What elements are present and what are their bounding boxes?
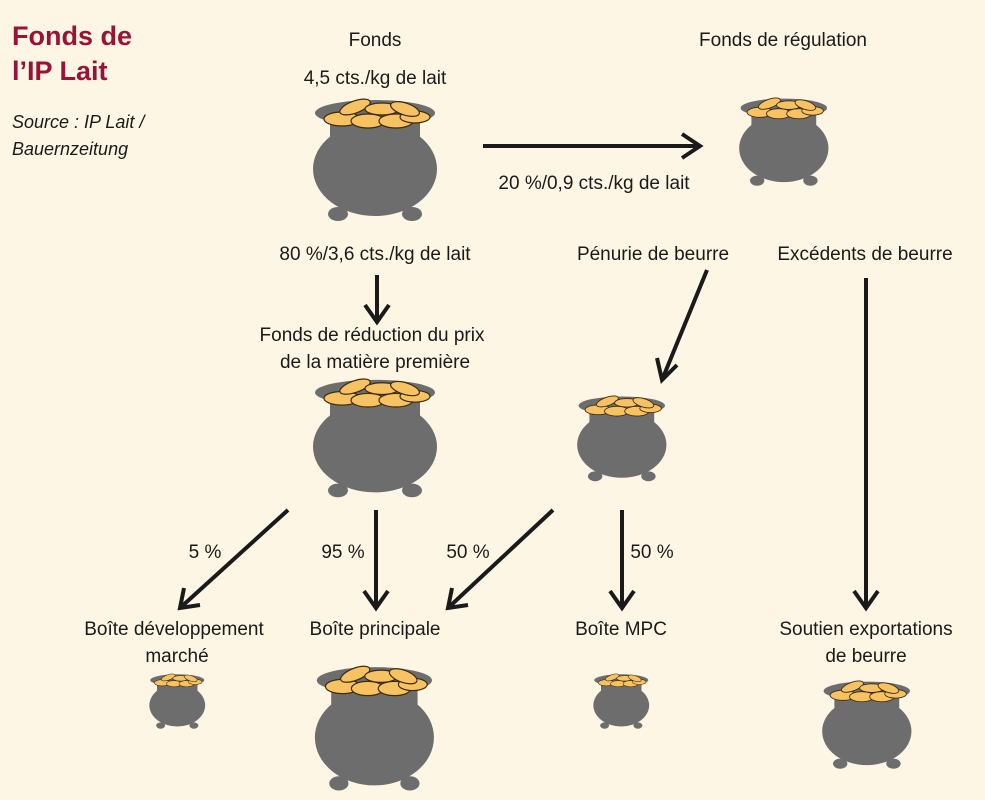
title-line-1: Fonds de xyxy=(12,21,132,51)
pot-soutien-icon xyxy=(821,678,912,770)
developpement-label-2: marché xyxy=(145,646,208,667)
pot-regulation-icon xyxy=(738,95,829,187)
excedents-label: Excédents de beurre xyxy=(777,244,952,265)
flow-to-regulation: 20 %/0,9 cts./kg de lait xyxy=(498,173,690,194)
arrow-to-regulation xyxy=(483,132,704,160)
penurie-label: Pénurie de beurre xyxy=(577,244,729,265)
reduction-label-2: de la matière première xyxy=(280,352,470,373)
principale-label: Boîte principale xyxy=(310,619,441,640)
reduction-label-1: Fonds de réduction du prix xyxy=(260,325,485,346)
flow-to-developpement: 5 % xyxy=(189,542,222,563)
title-line-2: l’IP Lait xyxy=(12,56,108,86)
pot-penurie-icon xyxy=(576,393,667,482)
arrow-to-mpc xyxy=(608,510,636,612)
source-line-1: Source : IP Lait / xyxy=(12,112,146,132)
fonds-label: Fonds xyxy=(349,30,402,51)
flow-penurie-to-principale: 50 % xyxy=(446,542,489,563)
pot-principale-icon xyxy=(314,662,435,792)
pot-fonds-icon xyxy=(312,95,438,222)
arrow-to-developpement xyxy=(177,508,290,611)
pot-developpement-icon xyxy=(149,672,206,729)
arrow-to-principale xyxy=(362,510,390,612)
fonds-sub-label: 4,5 cts./kg de lait xyxy=(304,68,447,89)
arrow-penurie-pot xyxy=(655,269,709,384)
flow-to-reduction: 80 %/3,6 cts./kg de lait xyxy=(279,244,471,265)
arrows xyxy=(177,132,880,612)
mpc-label: Boîte MPC xyxy=(575,619,667,640)
flow-penurie-to-mpc: 50 % xyxy=(630,542,673,563)
soutien-label-1: Soutien exportations xyxy=(779,619,952,640)
arrow-penurie-to-principale xyxy=(445,508,555,611)
soutien-label-2: de beurre xyxy=(825,646,906,667)
developpement-label-1: Boîte développement xyxy=(84,619,264,640)
arrow-to-reduction xyxy=(363,275,391,326)
pot-mpc-icon xyxy=(593,672,650,729)
source-line-2: Bauernzeitung xyxy=(12,139,128,159)
pot-reduction-icon xyxy=(312,375,438,498)
flow-to-principale: 95 % xyxy=(321,542,364,563)
arrow-to-soutien xyxy=(852,278,880,612)
regulation-label: Fonds de régulation xyxy=(699,30,867,51)
